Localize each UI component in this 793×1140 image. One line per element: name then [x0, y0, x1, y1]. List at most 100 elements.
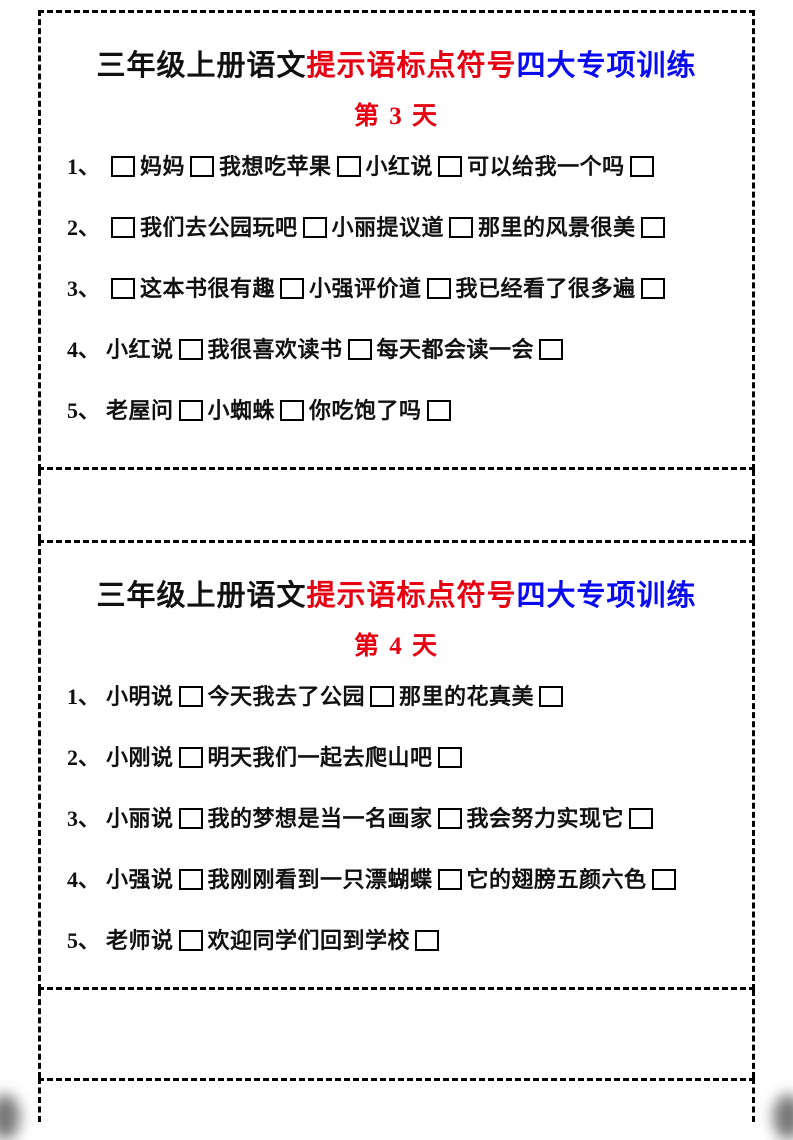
title-part-black: 三年级上册语文 — [96, 50, 307, 82]
exercise-row: 2、 我们去公园玩吧 小丽提议道 那里的风景很美 — [67, 208, 728, 248]
punctuation-answer-box[interactable] — [111, 278, 136, 299]
exercise-text: 那里的花真美 — [399, 684, 535, 709]
punctuation-answer-box[interactable] — [178, 869, 203, 890]
exercise-text: 我很喜欢读书 — [207, 337, 343, 362]
punctuation-answer-box[interactable] — [437, 869, 462, 890]
exercise-text: 你吃饱了吗 — [309, 398, 422, 423]
exercise-text: 小红说 — [365, 154, 434, 179]
punctuation-answer-box[interactable] — [336, 156, 361, 177]
punctuation-answer-box[interactable] — [629, 808, 654, 829]
worksheet-page: 三年级上册语文提示语标点符号四大专项训练 第 3 天 1、妈妈我想吃苹果小红说可… — [0, 10, 793, 1140]
exercise-text: 它的翅膀五颜六色 — [466, 867, 647, 892]
exercise-text: 今天我去了公园 — [207, 684, 366, 709]
exercise-number: 3、 — [67, 276, 101, 301]
punctuation-answer-box[interactable] — [178, 686, 203, 707]
punctuation-answer-box[interactable] — [280, 400, 305, 421]
exercise-text: 我已经看了很多遍 — [455, 276, 636, 301]
title-part-red: 提示语标点符号 — [306, 580, 517, 612]
punctuation-answer-box[interactable] — [111, 156, 136, 177]
punctuation-answer-box[interactable] — [438, 156, 463, 177]
exercise-number: 3、 — [67, 806, 101, 831]
punctuation-answer-box[interactable] — [629, 156, 654, 177]
exercise-text: 那里的风景很美 — [478, 215, 636, 240]
punctuation-answer-box[interactable] — [178, 400, 203, 421]
punctuation-answer-box[interactable] — [190, 156, 215, 177]
punctuation-answer-box[interactable] — [302, 217, 327, 238]
punctuation-answer-box[interactable] — [415, 930, 440, 951]
punctuation-answer-box[interactable] — [640, 217, 665, 238]
exercise-text: 每天都会读一会 — [376, 337, 535, 362]
exercise-number: 5、 — [67, 398, 101, 423]
exercise-number: 4、 — [67, 867, 101, 892]
exercise-text: 小红说 — [106, 337, 174, 362]
punctuation-answer-box[interactable] — [437, 747, 462, 768]
exercise-row: 3、 这本书很有趣 小强评价道 我已经看了很多遍 — [67, 269, 728, 309]
punctuation-answer-box[interactable] — [178, 339, 203, 360]
exercise-text: 小丽说 — [106, 806, 174, 831]
punctuation-answer-box[interactable] — [111, 217, 136, 238]
exercise-row: 1、小明说 今天我去了公园 那里的花真美 — [67, 677, 728, 717]
punctuation-answer-box[interactable] — [449, 217, 474, 238]
scan-artifact-right — [773, 1094, 793, 1140]
exercise-text: 我的梦想是当一名画家 — [207, 806, 433, 831]
exercise-row: 4、小强说 我刚刚看到一只漂蝴蝶 它的翅膀五颜六色 — [67, 860, 728, 900]
exercise-text: 小强评价道 — [309, 276, 422, 301]
exercise-number: 2、 — [67, 215, 101, 240]
exercise-text: 妈妈 — [140, 154, 186, 179]
title-part-blue: 四大专项训练 — [516, 580, 697, 612]
day-label: 第 4 天 — [353, 633, 439, 660]
next-card-partial — [38, 1078, 755, 1122]
exercise-text: 小强说 — [106, 867, 174, 892]
exercise-text: 小刚说 — [106, 745, 174, 770]
exercise-text: 我想吃苹果 — [219, 154, 332, 179]
punctuation-answer-box[interactable] — [370, 686, 395, 707]
punctuation-answer-box[interactable] — [280, 278, 305, 299]
exercise-text: 老师说 — [106, 928, 174, 953]
punctuation-answer-box[interactable] — [539, 686, 564, 707]
punctuation-answer-box[interactable] — [347, 339, 372, 360]
worksheet-card-day3: 三年级上册语文提示语标点符号四大专项训练 第 3 天 1、妈妈我想吃苹果小红说可… — [38, 10, 755, 470]
exercise-number: 1、 — [67, 684, 101, 709]
punctuation-answer-box[interactable] — [651, 869, 676, 890]
exercise-row: 3、小丽说 我的梦想是当一名画家 我会努力实现它 — [67, 799, 728, 839]
exercise-number: 4、 — [67, 337, 101, 362]
exercise-row: 5、老屋问 小蜘蛛 你吃饱了吗 — [67, 391, 728, 431]
exercise-text: 小丽提议道 — [331, 215, 445, 240]
exercise-text: 小蜘蛛 — [207, 398, 276, 423]
punctuation-answer-box[interactable] — [426, 400, 451, 421]
exercise-number: 5、 — [67, 928, 101, 953]
exercise-row: 1、 妈妈 我想吃苹果 小红说 可以给我一个吗 — [67, 147, 728, 187]
exercise-row: 5、老师说 欢迎同学们回到学校 — [67, 921, 728, 961]
scan-artifact-left — [0, 1094, 20, 1140]
title-part-black: 三年级上册语文 — [96, 580, 307, 612]
worksheet-title: 三年级上册语文提示语标点符号四大专项训练 — [65, 47, 728, 85]
exercise-text: 明天我们一起去爬山吧 — [207, 745, 433, 770]
exercise-row: 4、小红说 我很喜欢读书 每天都会读一会 — [67, 330, 728, 370]
punctuation-answer-box[interactable] — [426, 278, 451, 299]
exercise-text: 小明说 — [106, 684, 174, 709]
exercise-number: 2、 — [67, 745, 101, 770]
worksheet-card-day4: 三年级上册语文提示语标点符号四大专项训练 第 4 天 1、小明说 今天我去了公园 那… — [38, 540, 755, 990]
page-cut-gap — [38, 990, 755, 1078]
exercise-number: 1、 — [67, 154, 101, 179]
exercise-text: 我会努力实现它 — [466, 806, 625, 831]
exercise-list-day4: 1、小明说 今天我去了公园 那里的花真美 2、小刚说 明天我们一起去爬山吧 3、小丽说 我的… — [65, 669, 728, 961]
exercise-text: 我刚刚看到一只漂蝴蝶 — [207, 867, 433, 892]
punctuation-answer-box[interactable] — [178, 930, 203, 951]
exercise-text: 我们去公园玩吧 — [140, 215, 298, 240]
exercise-row: 2、小刚说 明天我们一起去爬山吧 — [67, 738, 728, 778]
punctuation-answer-box[interactable] — [640, 278, 665, 299]
exercise-text: 老屋问 — [106, 398, 174, 423]
exercise-text: 可以给我一个吗 — [467, 154, 625, 179]
punctuation-answer-box[interactable] — [437, 808, 462, 829]
exercise-text: 欢迎同学们回到学校 — [207, 928, 411, 953]
punctuation-answer-box[interactable] — [178, 747, 203, 768]
page-cut-gap — [38, 470, 755, 540]
title-part-blue: 四大专项训练 — [516, 50, 697, 82]
worksheet-title: 三年级上册语文提示语标点符号四大专项训练 — [65, 577, 728, 615]
punctuation-answer-box[interactable] — [539, 339, 564, 360]
day-label: 第 3 天 — [353, 103, 439, 130]
exercise-text: 这本书很有趣 — [140, 276, 276, 301]
punctuation-answer-box[interactable] — [178, 808, 203, 829]
